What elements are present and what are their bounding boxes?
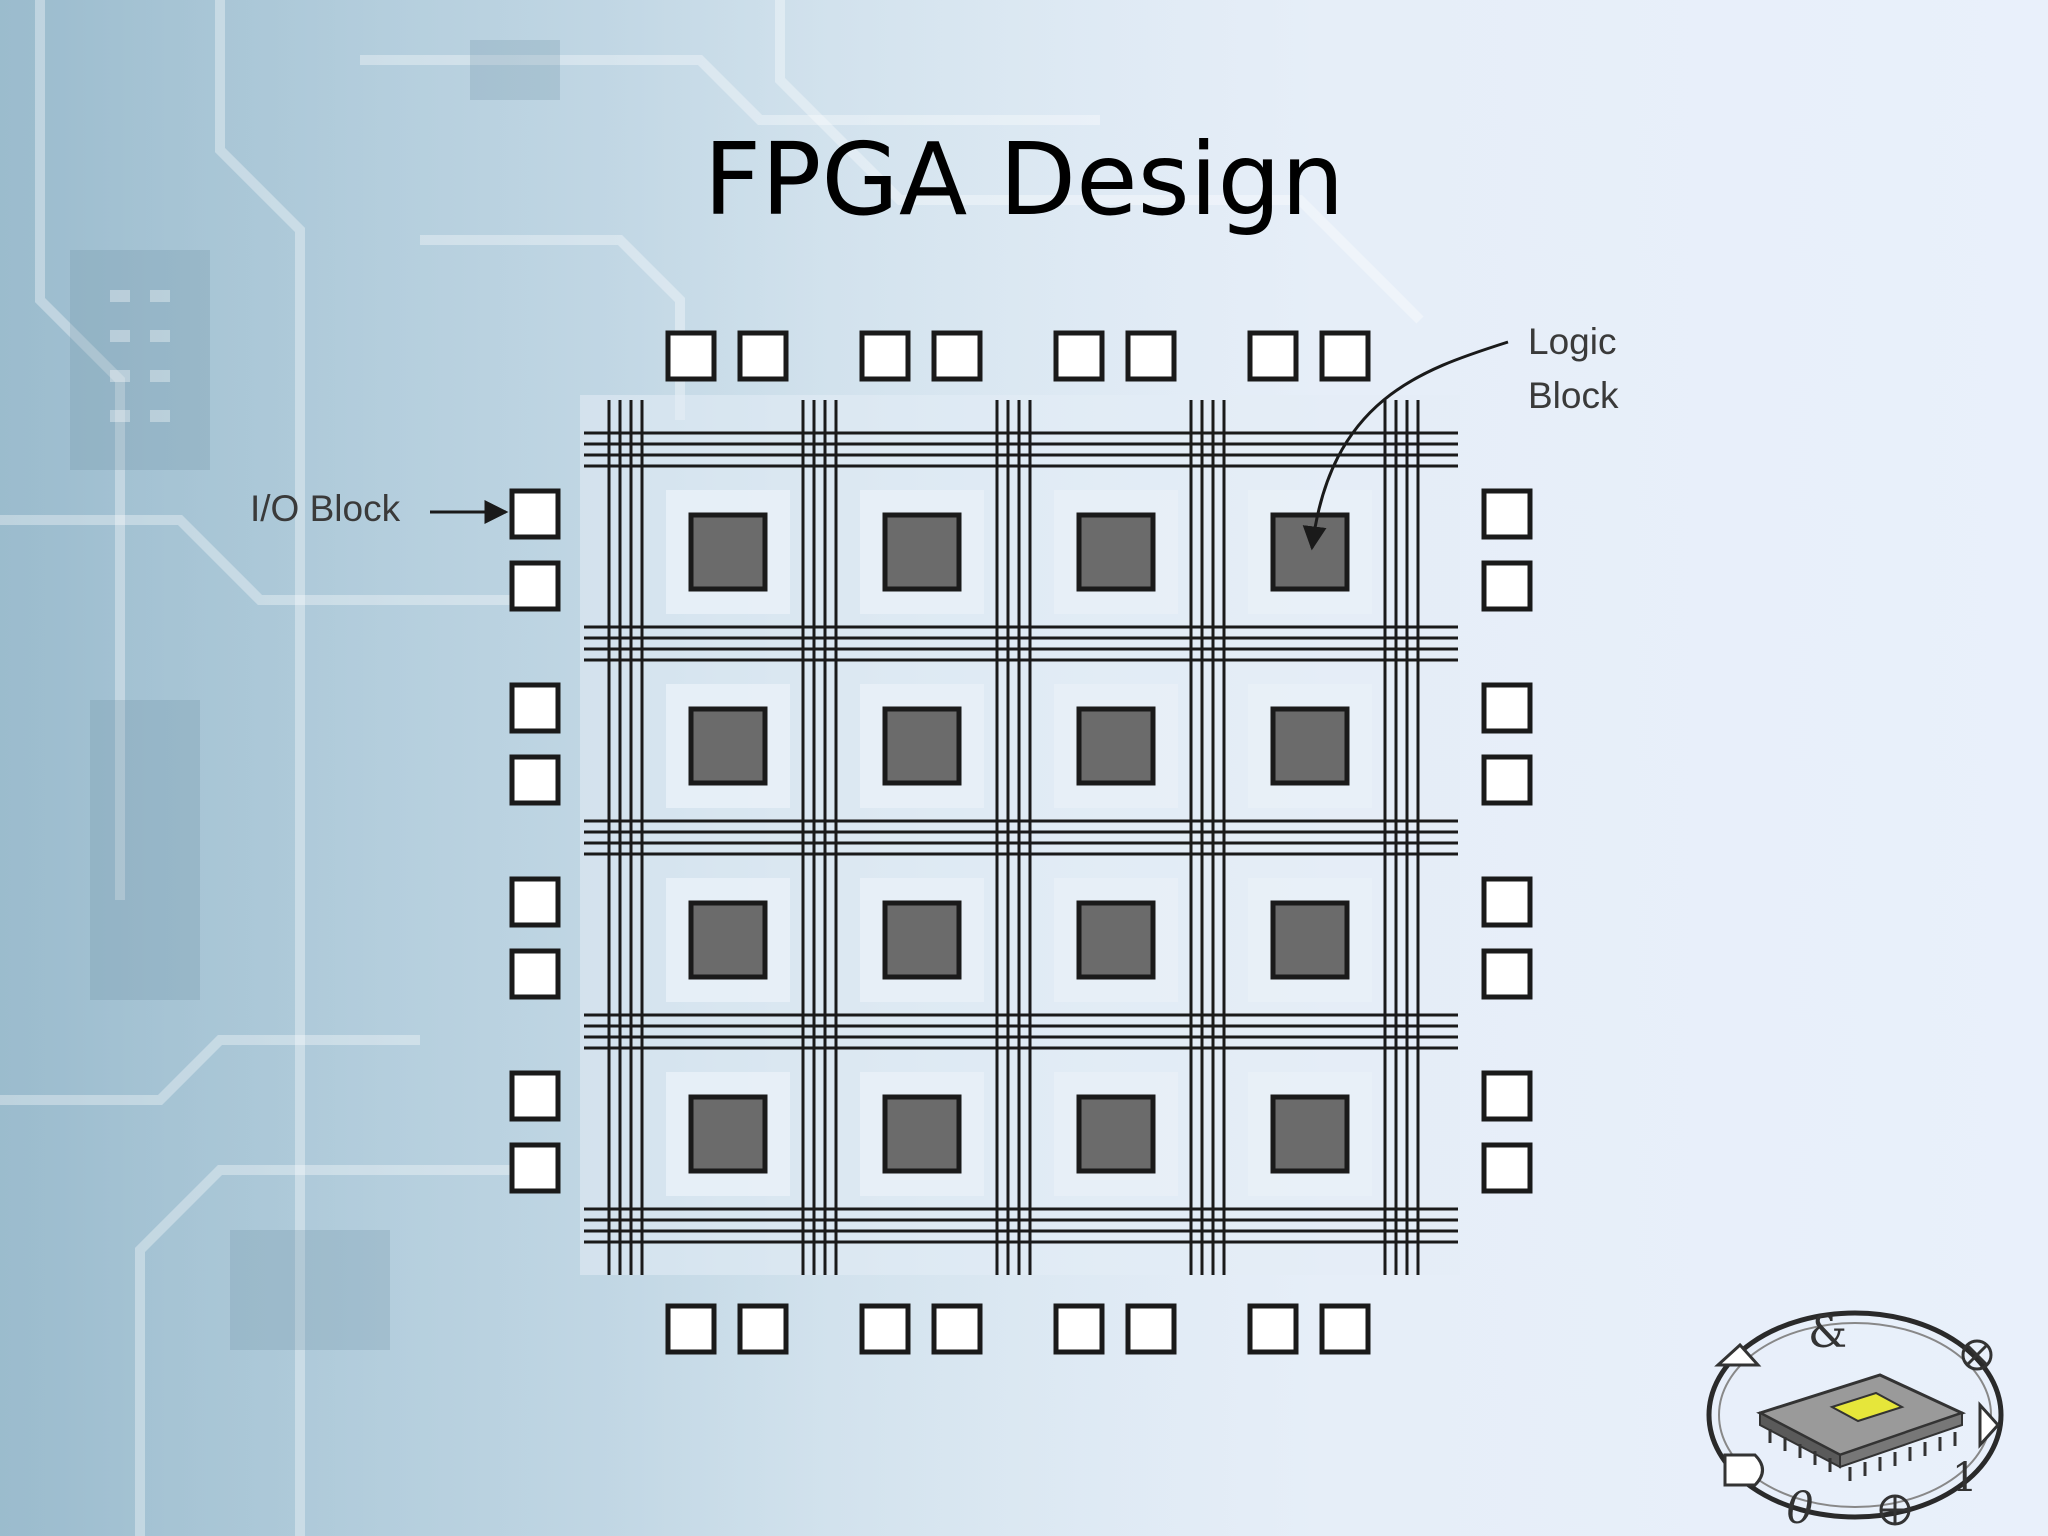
logo-glyph-and: & xyxy=(1808,1307,1847,1358)
io-block-left xyxy=(509,754,561,806)
io-block-left xyxy=(509,876,561,928)
io-block-left xyxy=(509,1070,561,1122)
logic-block xyxy=(882,512,962,592)
logic-block xyxy=(1076,512,1156,592)
logic-block-array xyxy=(666,490,1372,1196)
io-block-right xyxy=(1481,754,1533,806)
io-block-top xyxy=(1053,330,1105,382)
logic-block xyxy=(688,1094,768,1174)
io-block-left xyxy=(509,1142,561,1194)
io-block-bottom xyxy=(1247,1303,1299,1355)
logic-block xyxy=(688,900,768,980)
slide-title: FPGA Design xyxy=(703,121,1345,238)
chip-icon xyxy=(1756,1373,1967,1481)
io-block-ring xyxy=(509,330,1533,1355)
routing-channels xyxy=(584,400,1458,1275)
logic-block-label-line2: Block xyxy=(1528,375,1619,416)
io-block-top xyxy=(1247,330,1299,382)
io-block-left xyxy=(509,488,561,540)
logic-chip-logo: & 0 1 xyxy=(1706,1307,2004,1530)
io-block-bottom xyxy=(859,1303,911,1355)
logic-block xyxy=(1270,706,1350,786)
io-block-top xyxy=(737,330,789,382)
io-block-right xyxy=(1481,1142,1533,1194)
logic-block xyxy=(882,706,962,786)
io-block-right xyxy=(1481,488,1533,540)
logic-block-label-line1: Logic xyxy=(1528,321,1616,362)
io-block-bottom xyxy=(1053,1303,1105,1355)
io-block-right xyxy=(1481,1070,1533,1122)
io-block-bottom xyxy=(1125,1303,1177,1355)
io-block-left xyxy=(509,560,561,612)
io-block-top xyxy=(931,330,983,382)
io-block-bottom xyxy=(665,1303,717,1355)
io-block-top xyxy=(665,330,717,382)
io-block-top xyxy=(1125,330,1177,382)
io-block-bottom xyxy=(1319,1303,1371,1355)
io-block-top xyxy=(1319,330,1371,382)
logic-block xyxy=(688,706,768,786)
io-block-right xyxy=(1481,560,1533,612)
io-block-label: I/O Block xyxy=(250,488,401,529)
logic-block xyxy=(1270,1094,1350,1174)
io-block-top xyxy=(859,330,911,382)
io-block-left xyxy=(509,948,561,1000)
gate-symbol-icon xyxy=(1714,1342,2001,1487)
io-block-bottom xyxy=(931,1303,983,1355)
logo-glyph-one: 1 xyxy=(1952,1455,1977,1501)
io-block-bottom xyxy=(737,1303,789,1355)
logic-block xyxy=(882,1094,962,1174)
logic-block xyxy=(1076,900,1156,980)
logic-block xyxy=(688,512,768,592)
xor-symbol-icon xyxy=(1961,1339,1993,1371)
logic-block xyxy=(1270,512,1350,592)
logic-block-arrow xyxy=(1302,340,1509,551)
io-block-right xyxy=(1481,948,1533,1000)
or-symbol-icon xyxy=(1879,1494,1911,1526)
io-block-right xyxy=(1481,876,1533,928)
logic-block xyxy=(1270,900,1350,980)
io-block-right xyxy=(1481,682,1533,734)
logo-glyph-zero: 0 xyxy=(1786,1483,1814,1530)
logic-block xyxy=(1076,1094,1156,1174)
logic-block xyxy=(1076,706,1156,786)
io-block-left xyxy=(509,682,561,734)
logic-block xyxy=(882,900,962,980)
